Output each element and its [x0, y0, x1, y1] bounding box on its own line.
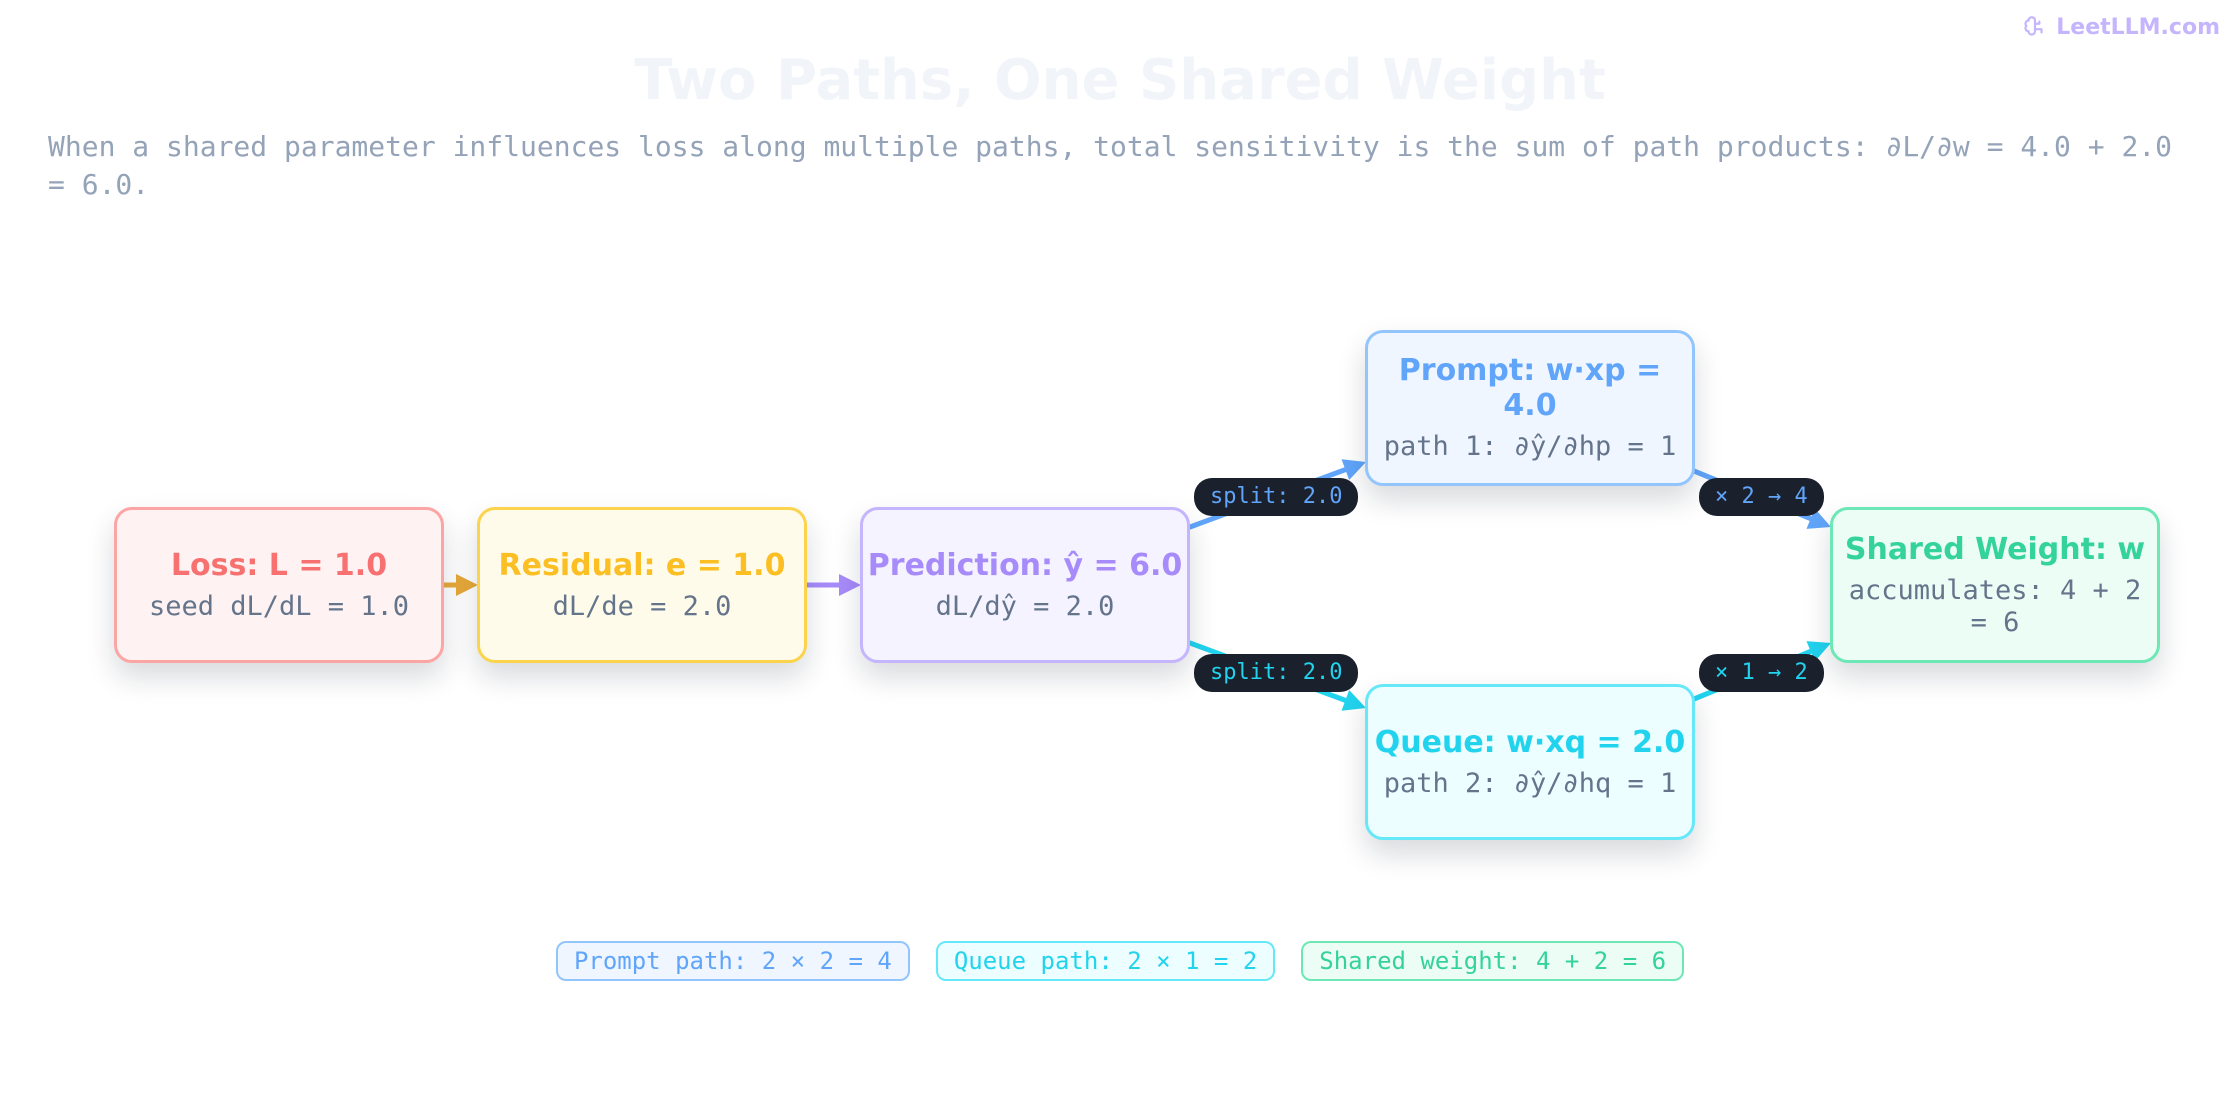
node-prediction-sub: dL/dŷ = 2.0	[935, 590, 1115, 622]
legend-prompt-path: Prompt path: 2 × 2 = 4	[555, 941, 910, 981]
node-loss-title: Loss: L = 1.0	[170, 547, 388, 583]
node-loss-sub: seed dL/dL = 1.0	[148, 590, 410, 622]
edge-label-split-queue: split: 2.0	[1194, 654, 1359, 692]
edge-label-prompt-weight: × 2 → 4	[1699, 478, 1824, 516]
node-queue-sub: path 2: ∂ŷ/∂hq = 1	[1383, 767, 1677, 799]
edge-loss-residual-arrowhead	[456, 574, 478, 596]
node-weight[interactable]: Shared Weight: w accumulates: 4 + 2 = 6	[1830, 507, 2160, 663]
node-loss[interactable]: Loss: L = 1.0 seed dL/dL = 1.0	[114, 507, 444, 663]
node-prediction-title: Prediction: ŷ = 6.0	[867, 547, 1183, 583]
node-prompt-title: Prompt: w·xp = 4.0	[1398, 353, 1662, 423]
node-prediction[interactable]: Prediction: ŷ = 6.0 dL/dŷ = 2.0	[860, 507, 1190, 663]
brand[interactable]: LeetLLM.com	[2022, 14, 2220, 40]
brand-text: LeetLLM.com	[2056, 14, 2220, 40]
node-weight-sub: accumulates: 4 + 2 = 6	[1848, 574, 2142, 638]
legend-shared-weight: Shared weight: 4 + 2 = 6	[1301, 941, 1685, 981]
edge-queue-weight-arrowhead	[1806, 641, 1831, 662]
page-subtitle: When a shared parameter influences loss …	[48, 130, 2173, 201]
node-queue[interactable]: Queue: w·xq = 2.0 path 2: ∂ŷ/∂hq = 1	[1365, 684, 1695, 840]
edge-label-split-prompt: split: 2.0	[1194, 478, 1359, 516]
edge-prompt-weight-arrowhead	[1806, 508, 1831, 529]
edge-prediction-prompt-arrowhead	[1341, 459, 1366, 480]
node-queue-title: Queue: w·xq = 2.0	[1374, 724, 1686, 760]
legend-queue-path: Queue path: 2 × 1 = 2	[935, 941, 1276, 981]
page-title: Two Paths, One Shared Weight	[634, 48, 1606, 113]
node-prompt[interactable]: Prompt: w·xp = 4.0 path 1: ∂ŷ/∂hp = 1	[1365, 330, 1695, 486]
node-prompt-sub: path 1: ∂ŷ/∂hp = 1	[1383, 431, 1677, 462]
edge-residual-prediction-arrowhead	[839, 574, 861, 596]
brain-icon	[2024, 16, 2043, 36]
node-residual-sub: dL/de = 2.0	[552, 590, 732, 622]
edge-label-queue-weight: × 1 → 2	[1699, 654, 1824, 692]
edge-prediction-queue-arrowhead	[1341, 690, 1366, 711]
legend: Prompt path: 2 × 2 = 4 Queue path: 2 × 1…	[0, 941, 2240, 981]
node-residual[interactable]: Residual: e = 1.0 dL/de = 2.0	[477, 507, 807, 663]
node-residual-title: Residual: e = 1.0	[498, 547, 786, 583]
node-weight-title: Shared Weight: w	[1844, 531, 2146, 567]
